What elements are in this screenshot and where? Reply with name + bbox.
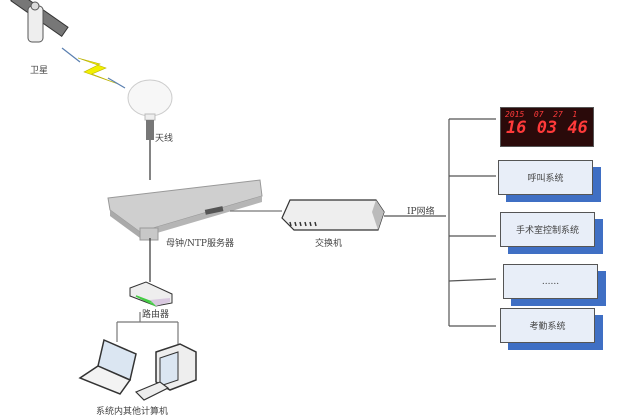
system-label: ...... <box>541 276 560 287</box>
clock-time: 16 03 46 <box>506 118 588 138</box>
clock-date: 2015 07 27 1 <box>505 110 578 119</box>
computers-label: 系统内其他计算机 <box>96 407 169 417</box>
system-box-others: ...... <box>503 264 598 299</box>
antenna-icon <box>127 79 173 180</box>
system-label: 呼叫系统 <box>527 174 564 184</box>
antenna-label: 天线 <box>155 134 174 144</box>
switch-label: 交换机 <box>315 239 343 249</box>
system-label: 考勤系统 <box>529 322 566 332</box>
led-clock-display: 2015 07 27 1 16 03 46 <box>500 107 594 147</box>
ip-network-label: IP网络 <box>407 207 435 217</box>
system-label: 手术室控制系统 <box>515 226 579 236</box>
signal-bolt-icon <box>61 47 126 89</box>
desktop-computer-icon <box>134 343 197 401</box>
router-label: 路由器 <box>142 310 170 320</box>
switch-icon <box>281 199 385 231</box>
server-label: 母钟/NTP服务器 <box>166 239 234 249</box>
router-icon <box>129 281 173 307</box>
satellite-label: 卫星 <box>30 66 49 76</box>
system-box-call: 呼叫系统 <box>498 160 593 195</box>
laptop-icon <box>78 338 137 395</box>
satellite-icon <box>10 0 69 43</box>
ntp-server-icon <box>107 179 263 241</box>
system-box-attendance: 考勤系统 <box>500 308 595 343</box>
system-box-or-control: 手术室控制系统 <box>500 212 595 247</box>
